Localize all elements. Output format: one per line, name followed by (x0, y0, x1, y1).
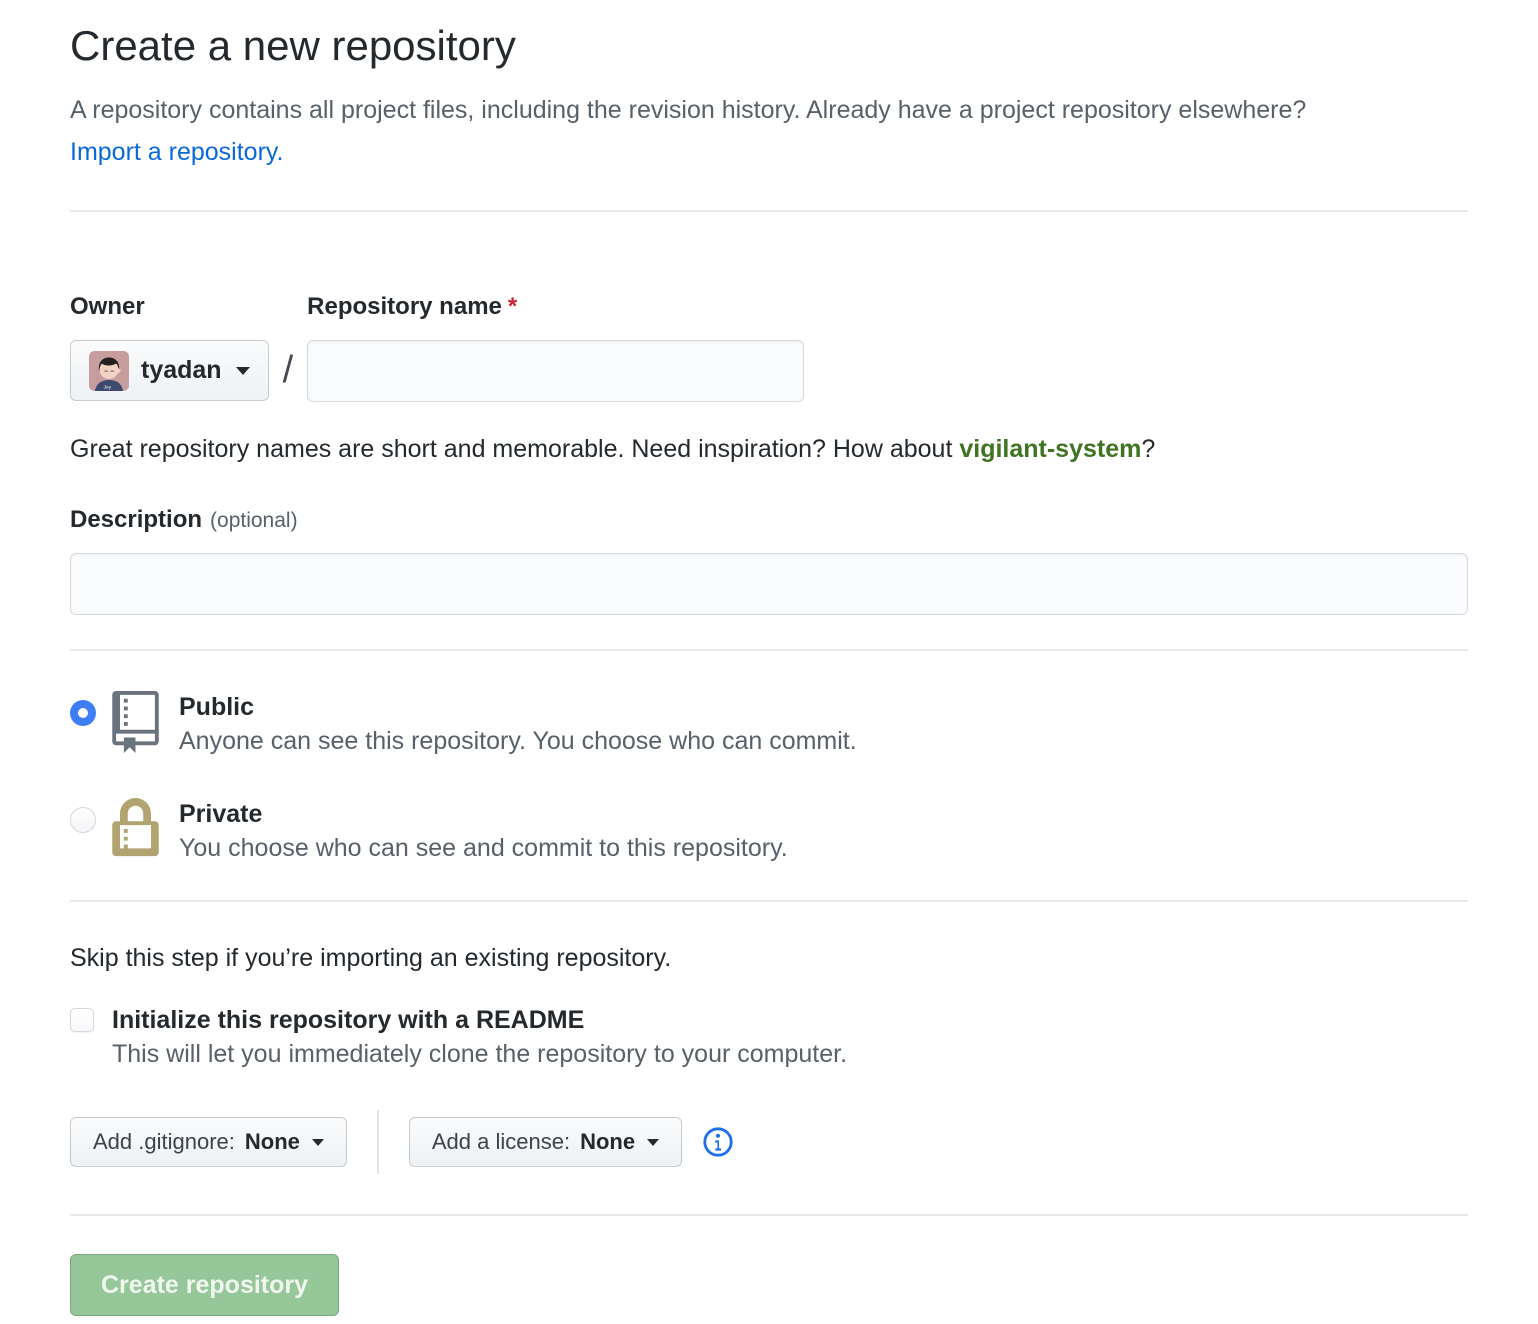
owner-name: tyadan (141, 356, 222, 384)
owner-dropdown[interactable]: Jay tyadan (70, 340, 269, 401)
import-repository-link[interactable]: Import a repository. (70, 138, 284, 166)
divider (70, 900, 1468, 902)
readme-description: This will let you immediately clone the … (112, 1040, 848, 1068)
private-option-description: You choose who can see and commit to thi… (179, 834, 788, 862)
chevron-down-icon (647, 1138, 660, 1146)
description-field: Description(optional) (70, 505, 1468, 615)
divider (70, 649, 1468, 651)
description-label: Description(optional) (70, 506, 298, 533)
readme-label[interactable]: Initialize this repository with a README (112, 1006, 585, 1034)
chevron-down-icon (311, 1138, 324, 1146)
divider (70, 1214, 1468, 1216)
info-icon[interactable] (702, 1126, 734, 1158)
optional-hint: (optional) (210, 509, 298, 532)
owner-repo-separator: / (282, 349, 294, 391)
svg-text:Jay: Jay (104, 384, 112, 389)
owner-repo-row: Owner Jay (70, 292, 1468, 402)
readme-checkbox[interactable] (70, 1008, 94, 1032)
required-asterisk: * (507, 293, 518, 320)
public-radio[interactable] (70, 700, 96, 726)
skip-step-note: Skip this step if you’re importing an ex… (70, 944, 672, 972)
readme-option: Initialize this repository with a README… (70, 1004, 1468, 1070)
visibility-option-private: Private You choose who can see and commi… (70, 798, 1468, 865)
public-option-description: Anyone can see this repository. You choo… (179, 727, 857, 755)
public-option-label[interactable]: Public (179, 693, 255, 721)
repository-name-label: Repository name* (307, 293, 518, 320)
lock-icon (112, 798, 159, 865)
owner-label: Owner (70, 293, 145, 320)
add-gitignore-button[interactable]: Add .gitignore: None (70, 1117, 347, 1167)
vertical-divider (376, 1110, 379, 1174)
repository-name-input[interactable] (307, 340, 805, 402)
description-input[interactable] (70, 553, 1468, 615)
chevron-down-icon (235, 366, 250, 375)
addons-row: Add .gitignore: None Add a license: None (70, 1110, 1468, 1174)
create-repository-button[interactable]: Create repository (70, 1254, 340, 1316)
avatar: Jay (89, 350, 129, 391)
repository-name-hint: Great repository names are short and mem… (70, 435, 1156, 463)
suggested-name-link[interactable]: vigilant-system (959, 435, 1142, 463)
add-license-button[interactable]: Add a license: None (408, 1117, 683, 1167)
page-subtitle: A repository contains all project files,… (70, 96, 1307, 124)
divider (70, 210, 1468, 212)
page-title: Create a new repository (70, 22, 516, 69)
private-option-label[interactable]: Private (179, 800, 263, 828)
visibility-option-public: Public Anyone can see this repository. Y… (70, 691, 1468, 758)
repo-icon (112, 691, 159, 758)
repository-name-field: Repository name* (307, 292, 805, 402)
private-radio[interactable] (70, 807, 96, 833)
owner-field: Owner Jay (70, 292, 269, 401)
